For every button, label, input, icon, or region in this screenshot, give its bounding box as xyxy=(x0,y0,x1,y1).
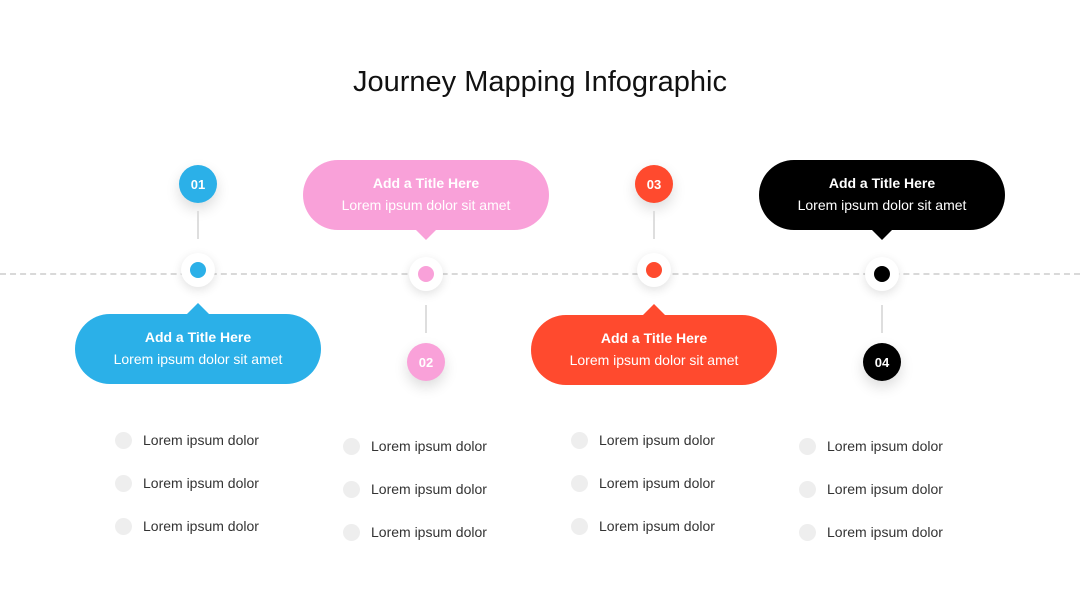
step-4-node xyxy=(865,257,899,291)
step-2-node xyxy=(409,257,443,291)
step-3-card: Add a Title Here Lorem ipsum dolor sit a… xyxy=(531,304,777,385)
bullet-icon xyxy=(799,438,816,455)
step-2-card-text: Lorem ipsum dolor sit amet xyxy=(341,197,511,213)
step-1-card-pointer xyxy=(187,303,209,314)
page-title: Journey Mapping Infographic xyxy=(352,66,727,98)
step-2-card-title: Add a Title Here xyxy=(372,175,480,191)
bullet-icon xyxy=(799,524,816,541)
step-1-number-badge: 01 xyxy=(179,165,217,203)
timeline-dashed-line xyxy=(0,273,1080,275)
bullet-icon xyxy=(115,475,132,492)
step-4-connector xyxy=(881,305,883,333)
bullet-icon xyxy=(343,524,360,541)
list-item: Lorem ipsum dolor xyxy=(571,432,715,475)
step-4-number-badge: 04 xyxy=(863,343,901,381)
bullet-icon xyxy=(571,518,588,535)
step-1-card-title: Add a Title Here xyxy=(144,329,252,345)
step-3-number: 03 xyxy=(646,176,662,192)
step-4-card-text: Lorem ipsum dolor sit amet xyxy=(797,197,967,213)
list-item: Lorem ipsum dolor xyxy=(799,481,943,524)
step-3-connector xyxy=(653,211,655,239)
step-1-node xyxy=(181,253,215,287)
list-item: Lorem ipsum dolor xyxy=(343,524,487,567)
list-item: Lorem ipsum dolor xyxy=(571,475,715,518)
step-3-card-pointer xyxy=(643,304,665,315)
list-item: Lorem ipsum dolor xyxy=(799,524,943,567)
step-4-node-dot xyxy=(874,266,890,282)
step-3-number-badge: 03 xyxy=(635,165,673,203)
step-3-card-text: Lorem ipsum dolor sit amet xyxy=(569,352,739,368)
list-item: Lorem ipsum dolor xyxy=(343,481,487,524)
step-4-card-title: Add a Title Here xyxy=(828,175,936,191)
step-1-node-dot xyxy=(190,262,206,278)
step-4-number: 04 xyxy=(874,354,890,370)
step-3-card-title: Add a Title Here xyxy=(600,330,708,346)
step-3-node xyxy=(637,253,671,287)
list-item: Lorem ipsum dolor xyxy=(115,432,259,475)
step-1-card: Add a Title Here Lorem ipsum dolor sit a… xyxy=(75,303,321,384)
step-2-list: Lorem ipsum dolor Lorem ipsum dolor Lore… xyxy=(343,438,487,567)
step-1-connector xyxy=(197,211,199,239)
list-item: Lorem ipsum dolor xyxy=(343,438,487,481)
step-4-card-pointer xyxy=(871,229,893,240)
list-item: Lorem ipsum dolor xyxy=(115,518,259,561)
step-2-card-pointer xyxy=(415,229,437,240)
step-2-card: Add a Title Here Lorem ipsum dolor sit a… xyxy=(303,160,549,240)
step-2-number-badge: 02 xyxy=(407,343,445,381)
bullet-icon xyxy=(571,432,588,449)
bullet-icon xyxy=(343,438,360,455)
list-item: Lorem ipsum dolor xyxy=(799,438,943,481)
step-3-node-dot xyxy=(646,262,662,278)
step-1-list: Lorem ipsum dolor Lorem ipsum dolor Lore… xyxy=(115,432,259,561)
step-1-card-text: Lorem ipsum dolor sit amet xyxy=(113,351,283,367)
step-2-node-dot xyxy=(418,266,434,282)
step-2-connector xyxy=(425,305,427,333)
bullet-icon xyxy=(115,432,132,449)
list-item: Lorem ipsum dolor xyxy=(115,475,259,518)
bullet-icon xyxy=(799,481,816,498)
list-item: Lorem ipsum dolor xyxy=(571,518,715,561)
bullet-icon xyxy=(115,518,132,535)
bullet-icon xyxy=(343,481,360,498)
step-4-card: Add a Title Here Lorem ipsum dolor sit a… xyxy=(759,160,1005,240)
step-4-list: Lorem ipsum dolor Lorem ipsum dolor Lore… xyxy=(799,438,943,567)
step-1-number: 01 xyxy=(190,176,206,192)
step-3-list: Lorem ipsum dolor Lorem ipsum dolor Lore… xyxy=(571,432,715,561)
bullet-icon xyxy=(571,475,588,492)
step-2-number: 02 xyxy=(418,354,434,370)
